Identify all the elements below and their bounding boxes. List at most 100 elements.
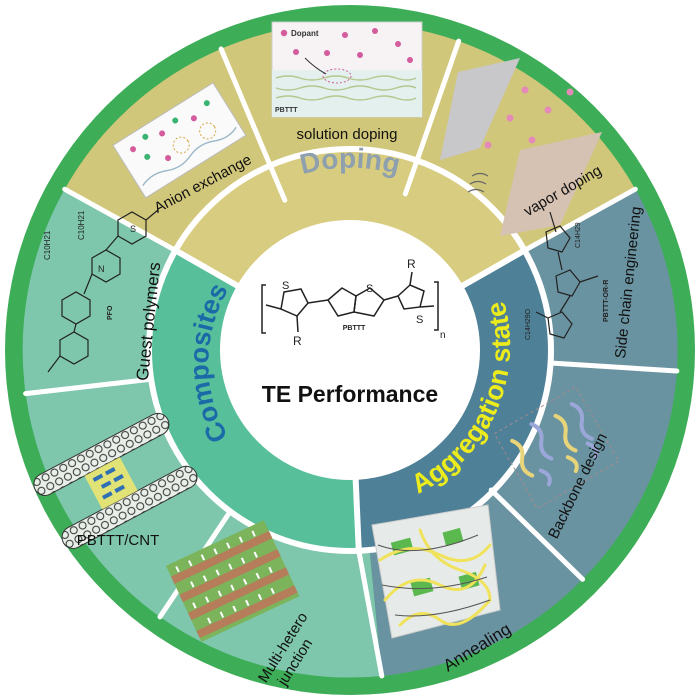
vapor-doping-illustration (440, 58, 602, 236)
flow-line (469, 180, 487, 185)
label-pbttt-cnt: PBTTT/CNT (77, 532, 160, 549)
hetero-pillar (228, 563, 233, 570)
dopant-dot (357, 52, 363, 58)
amorphous-chain (381, 576, 488, 590)
anion-dot (203, 100, 210, 107)
side-chain-illustration (535, 211, 599, 339)
side-chain-c14h29o-label: C14H29O (525, 308, 532, 340)
hetero-stripe (187, 567, 290, 621)
bond (145, 209, 159, 221)
guest-c10h21-label: C10H21 (77, 210, 86, 240)
atom-s-center: S (366, 283, 373, 295)
repeat-bracket-left (261, 284, 266, 334)
backbone-chain (585, 441, 599, 460)
hetero-pillar (255, 572, 261, 579)
divider-line (522, 186, 638, 253)
vapor-substrate (500, 132, 602, 236)
vapor-molecule (566, 88, 574, 96)
pbttt-chain-block (114, 484, 126, 493)
anion-dot (190, 115, 197, 122)
anion-dot (172, 117, 179, 124)
hetero-pillars (175, 530, 275, 624)
anion-dot (130, 146, 137, 153)
hetero-pillar (251, 530, 256, 537)
hetero-pillar (219, 611, 225, 618)
pbttt-chain-block (104, 467, 116, 476)
pbttt-cnt-illustration (33, 412, 198, 549)
thiophene-ring-left (280, 288, 309, 317)
bond (409, 271, 413, 286)
exchange-site (172, 136, 190, 154)
dopant-dot (324, 50, 330, 56)
hetero-pillar (190, 581, 195, 588)
anion-dot (165, 155, 172, 162)
bond (265, 304, 282, 310)
divider-line (548, 360, 680, 374)
pbttt-structure (261, 271, 439, 334)
pbttt-chain-block (100, 480, 112, 489)
flow-line (467, 188, 485, 193)
crystalline-domain (410, 577, 434, 597)
hetero-pillar (230, 584, 235, 591)
divider-line (402, 38, 462, 197)
hetero-pillar (200, 554, 206, 561)
dopant-dot (293, 49, 299, 55)
backbone-design-illustration (493, 386, 620, 510)
hetero-pillar (240, 557, 246, 564)
guest-atom-n: N (98, 264, 105, 274)
bond (383, 295, 399, 301)
doping-arrow (304, 57, 327, 75)
hetero-pillar (217, 590, 222, 597)
vapor-molecule (544, 106, 552, 114)
hetero-pillar (257, 593, 263, 601)
hetero-pillar (175, 566, 180, 573)
anion-exchange-illustration (112, 82, 247, 199)
bond (535, 311, 549, 319)
hetero-pillar (192, 602, 197, 609)
center-circle (220, 220, 480, 480)
cnt-pbttt-chains (92, 467, 126, 500)
hetero-pillar (226, 542, 231, 549)
repeat-n: n (440, 330, 446, 341)
hetero-pillar (204, 596, 210, 603)
bond (307, 299, 329, 304)
backbone-chain (538, 468, 552, 487)
dopant-dot (395, 41, 401, 47)
guest-polymer-illustration (47, 209, 159, 373)
crystalline-domain (442, 527, 464, 547)
hetero-pillar (207, 617, 212, 624)
amorphous-chain (394, 599, 491, 617)
annealing-dark-chains (377, 534, 491, 617)
polymer-fiber (378, 543, 492, 563)
bond (296, 315, 299, 333)
thiophene-ring (545, 225, 571, 253)
doped-site (322, 68, 352, 84)
hetero-stripe (179, 549, 281, 602)
solution-doping-illustration: Dopant PBTTT (271, 21, 423, 118)
anion-dot (144, 153, 151, 160)
hetero-pillar (188, 560, 193, 567)
thiophene-ring (547, 311, 573, 339)
backbone-chain (529, 422, 554, 461)
hetero-stripe (196, 585, 298, 639)
hetero-pillar (232, 605, 237, 612)
guest-c10h21-label-2: C10H21 (43, 230, 52, 260)
divider-line (23, 376, 153, 397)
anion-dot (142, 133, 149, 140)
flow-line (471, 172, 489, 177)
divider-line (488, 487, 586, 582)
thiophene-ring (555, 269, 581, 297)
vapor-flow-lines (467, 172, 489, 193)
anion-dots (130, 100, 210, 162)
annealing-illustration (371, 504, 501, 639)
hetero-stripe (171, 530, 273, 584)
thiophene-ring-right (397, 284, 425, 310)
bond (579, 275, 599, 283)
vapor-substrate (440, 58, 520, 160)
dividers (23, 38, 680, 679)
polymer-fiber (383, 563, 487, 602)
repeat-bracket-right (434, 281, 439, 331)
pbttt-or-r-label: PBTTT-OR-R (603, 280, 610, 322)
backbone-chains (510, 402, 599, 487)
bond (83, 273, 93, 295)
